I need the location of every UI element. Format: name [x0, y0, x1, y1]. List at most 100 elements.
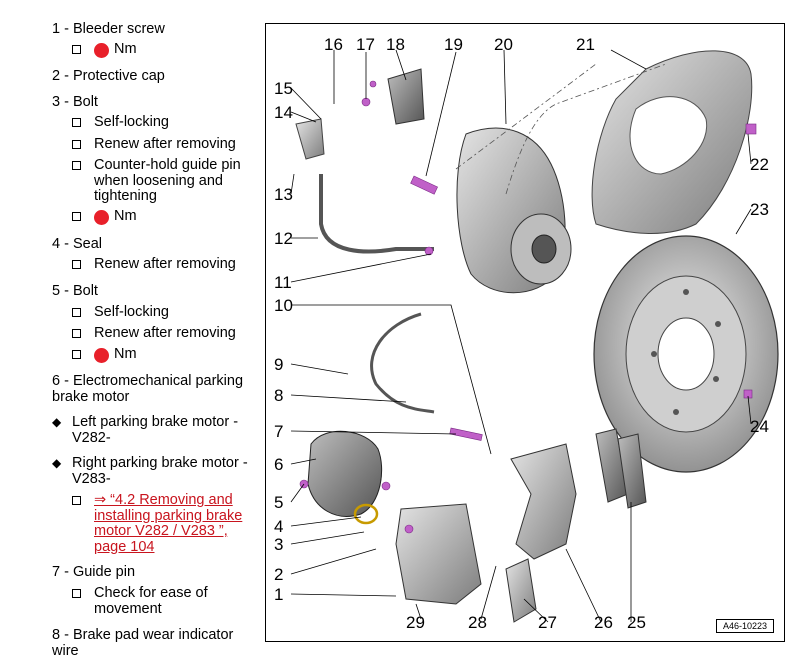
- checkbox-icon: [72, 260, 81, 269]
- caliper-carrier: [510, 443, 577, 560]
- callout-11: 11: [274, 273, 292, 292]
- note-line: Check for ease of movement: [72, 585, 232, 617]
- legend-entry-4: 4 - Seal: [52, 236, 102, 252]
- torque-line: Nm: [72, 208, 137, 225]
- torque-unit: Nm: [114, 41, 137, 57]
- figure-reference-code: A46-10223: [715, 619, 774, 633]
- note-text: Renew after removing: [94, 325, 236, 341]
- callout-24: 24: [750, 417, 769, 436]
- seal-ring: [353, 503, 379, 525]
- entry-number: 1 -: [52, 21, 73, 37]
- entry-label: Bolt: [72, 283, 98, 299]
- note-line: Renew after removing: [72, 256, 236, 273]
- torque-line: Nm: [72, 41, 137, 58]
- callout-26: 26: [594, 613, 613, 632]
- legend-entry-1: 1 - Bleeder screw: [52, 21, 165, 37]
- callout-5: 5: [274, 493, 283, 512]
- callout-8: 8: [274, 386, 283, 405]
- entry-label: Protective cap: [72, 68, 165, 84]
- note-text: Check for ease of movement: [94, 585, 208, 617]
- legend-entry-7: 7 - Guide pin: [52, 564, 135, 580]
- sensor-bracket: [387, 68, 425, 125]
- hose-bracket: [295, 118, 325, 160]
- entry-label: Brake pad wear indicator wire: [52, 627, 234, 659]
- note-text: Self-locking: [94, 114, 169, 130]
- cross-reference-link[interactable]: ⇒ “4.2 Removing and installing parking b…: [94, 492, 243, 555]
- callout-21: 21: [576, 35, 595, 54]
- brake-hose: [319, 174, 434, 254]
- checkbox-icon: [72, 496, 81, 505]
- torque-line: Nm: [72, 346, 137, 363]
- fasteners: [299, 80, 757, 534]
- callout-25: 25: [627, 613, 646, 632]
- callout-3: 3: [274, 535, 283, 554]
- callout-19: 19: [444, 35, 463, 54]
- entry-number: 4 -: [52, 236, 73, 252]
- note-text: Self-locking: [94, 304, 169, 320]
- parking-brake-motor: [307, 430, 383, 517]
- legend-entry-6: 6 - Electromechanical parking brake moto…: [52, 373, 257, 405]
- callout-23: 23: [750, 200, 769, 219]
- entry-label: Electromechanical parking brake motor: [52, 373, 244, 405]
- callout-29: 29: [406, 613, 425, 632]
- note-line: Renew after removing: [72, 136, 236, 153]
- exploded-view-figure: 1 2 3 4 5 6 7 8 9 10 11 12 13 14 15 16 1…: [265, 23, 785, 642]
- wear-indicator-wire: [370, 312, 435, 414]
- callout-6: 6: [274, 455, 283, 474]
- entry-label: Bleeder screw: [72, 21, 165, 37]
- brake-pad-outer: [617, 433, 647, 509]
- callout-16: 16: [324, 35, 343, 54]
- torque-dot-icon: [94, 43, 109, 58]
- entry-number: 5 -: [52, 283, 73, 299]
- link-line: ⇒ “4.2 Removing and installing parking b…: [72, 492, 257, 555]
- note-text: Renew after removing: [94, 136, 236, 152]
- legend-entry-8: 8 - Brake pad wear indicator wire: [52, 627, 257, 659]
- callout-4: 4: [274, 517, 283, 536]
- dust-shield-opening: [629, 96, 708, 175]
- torque-dot-icon: [94, 210, 109, 225]
- entry-label: Seal: [72, 236, 102, 252]
- callout-22: 22: [750, 155, 769, 174]
- bullet-text: Left parking brake motor - V282-: [72, 414, 239, 446]
- checkbox-icon: [72, 308, 81, 317]
- callout-1: 1: [274, 585, 283, 604]
- callout-12: 12: [274, 229, 293, 248]
- entry-label: Guide pin: [72, 564, 136, 580]
- legend-entry-3: 3 - Bolt: [52, 94, 98, 110]
- entry-number: 6 -: [52, 373, 73, 389]
- brake-caliper: [395, 503, 482, 605]
- brake-disc: [593, 235, 779, 473]
- callout-18: 18: [386, 35, 405, 54]
- checkbox-icon: [72, 45, 81, 54]
- checkbox-icon: [72, 350, 81, 359]
- bullet-text: Right parking brake motor - V283-: [72, 455, 248, 487]
- torque-unit: Nm: [114, 346, 137, 362]
- checkbox-icon: [72, 118, 81, 127]
- entry-label: Bolt: [72, 94, 98, 110]
- callout-17: 17: [356, 35, 375, 54]
- torque-dot-icon: [94, 348, 109, 363]
- callout-20: 20: [494, 35, 513, 54]
- note-text: Renew after removing: [94, 256, 236, 272]
- callout-14: 14: [274, 103, 293, 122]
- torque-unit: Nm: [114, 208, 137, 224]
- checkbox-icon: [72, 161, 81, 170]
- anti-rattle-spring: [505, 558, 537, 623]
- checkbox-icon: [72, 329, 81, 338]
- legend-entry-2: 2 - Protective cap: [52, 68, 165, 84]
- note-text: Counter-hold guide pin when loosening an…: [94, 157, 241, 204]
- note-line: Self-locking: [72, 114, 169, 131]
- brake-assembly-drawing: 1 2 3 4 5 6 7 8 9 10 11 12 13 14 15 16 1…: [274, 35, 779, 632]
- note-line: Counter-hold guide pin when loosening an…: [72, 157, 252, 205]
- checkbox-icon: [72, 140, 81, 149]
- callout-2: 2: [274, 565, 283, 584]
- note-line: Self-locking: [72, 304, 169, 321]
- leader-lines: [290, 49, 752, 623]
- callout-13: 13: [274, 185, 293, 204]
- legend-column: 1 - Bleeder screw Nm 2 - Protective cap …: [0, 0, 262, 659]
- bullet-line: ◆ Left parking brake motor - V282-: [52, 414, 252, 446]
- callout-9: 9: [274, 355, 283, 374]
- legend-entry-5: 5 - Bolt: [52, 283, 98, 299]
- callout-27: 27: [538, 613, 557, 632]
- entry-number: 3 -: [52, 94, 73, 110]
